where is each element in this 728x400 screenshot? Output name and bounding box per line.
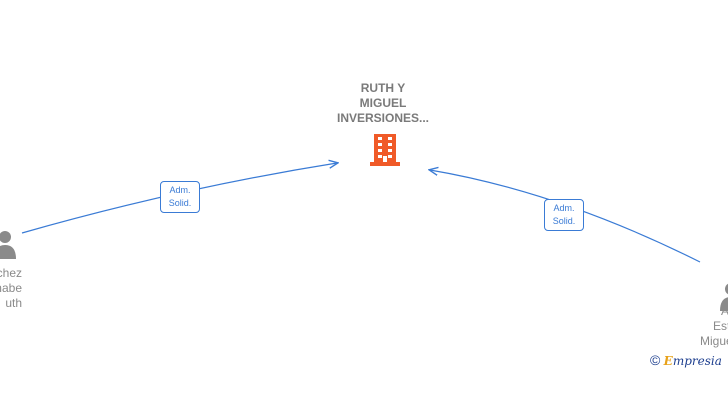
edge-label-line: Adm. xyxy=(553,203,575,213)
edge-label-line: Solid. xyxy=(552,216,576,226)
edge-label-line: Adm. xyxy=(169,185,191,195)
left-person-name[interactable]: chez nabe uth xyxy=(0,266,22,311)
company-name[interactable]: RUTH Y MIGUEL INVERSIONES... xyxy=(318,81,448,126)
edge-label-left[interactable]: Adm. Solid. xyxy=(160,181,200,213)
right-person-name-line: Migue xyxy=(700,334,728,348)
building-icon[interactable] xyxy=(370,134,400,166)
left-person-name-line: uth xyxy=(5,296,22,310)
right-person-name-line: A xyxy=(721,304,728,318)
right-person-name[interactable]: A Est Migue xyxy=(700,304,728,349)
edge-label-line: Solid. xyxy=(168,198,192,208)
company-name-line: RUTH Y xyxy=(360,81,406,95)
brand-name: mpresia xyxy=(672,354,722,368)
edge-label-right[interactable]: Adm. Solid. xyxy=(544,199,584,231)
company-name-line: MIGUEL xyxy=(359,96,407,110)
left-person-name-line: nabe xyxy=(0,281,22,295)
person-icon[interactable] xyxy=(0,231,16,259)
person-icon[interactable] xyxy=(720,283,728,311)
company-name-line: INVERSIONES... xyxy=(336,111,430,125)
brand-footer: © Empresia xyxy=(650,352,722,368)
right-person-name-line: Est xyxy=(713,319,728,333)
brand-initial: E xyxy=(663,354,673,368)
left-person-name-line: chez xyxy=(0,266,22,280)
copyright-icon: © xyxy=(650,352,661,368)
